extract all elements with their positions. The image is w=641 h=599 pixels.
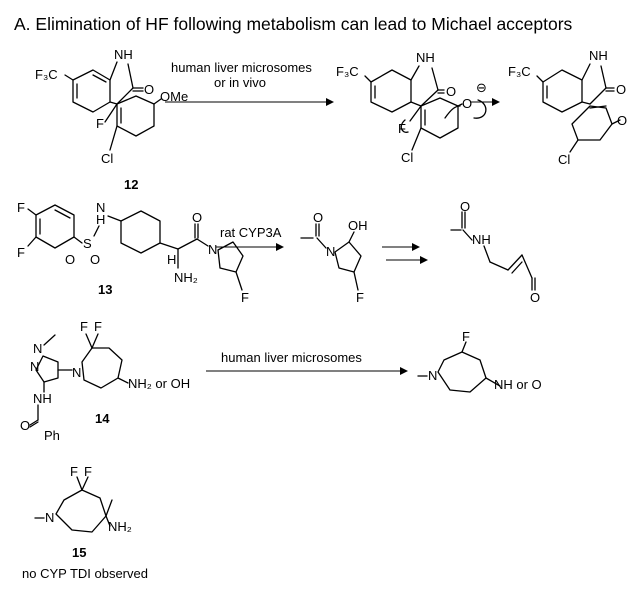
compound-12-structure: F₃C NH O F OMe Cl bbox=[35, 47, 188, 166]
compound-14-structure: N N N F F NH₂ or OH NH O Ph bbox=[20, 319, 190, 443]
svg-text:F: F bbox=[80, 319, 88, 334]
svg-text:F₃C: F₃C bbox=[508, 64, 531, 79]
hydroxylated-metabolite-structure: O N OH F bbox=[300, 210, 368, 305]
svg-text:OH: OH bbox=[348, 218, 368, 233]
enaminone-product-structure: N F NH or O bbox=[417, 329, 542, 393]
svg-text:NH: NH bbox=[589, 48, 608, 63]
svg-text:O: O bbox=[20, 418, 30, 433]
svg-text:N: N bbox=[96, 200, 105, 215]
svg-text:Ph: Ph bbox=[44, 428, 60, 443]
svg-text:NH: NH bbox=[33, 391, 52, 406]
svg-text:F: F bbox=[17, 200, 25, 215]
compound-15-structure: N F F NH₂ bbox=[34, 464, 132, 534]
svg-text:O: O bbox=[460, 199, 470, 214]
compound-12-number: 12 bbox=[124, 177, 138, 192]
svg-text:O: O bbox=[65, 252, 75, 267]
compound-15-note: no CYP TDI observed bbox=[22, 566, 148, 581]
svg-text:N: N bbox=[30, 359, 39, 374]
svg-text:F: F bbox=[96, 116, 104, 131]
svg-text:S: S bbox=[83, 236, 92, 251]
svg-text:O: O bbox=[616, 82, 626, 97]
svg-text:NH₂: NH₂ bbox=[174, 270, 198, 285]
svg-text:Cl: Cl bbox=[558, 152, 570, 167]
svg-text:⊖: ⊖ bbox=[476, 80, 487, 95]
svg-text:F₃C: F₃C bbox=[35, 67, 58, 82]
arrow-5-conditions: human liver microsomes bbox=[221, 350, 362, 365]
svg-text:O: O bbox=[462, 96, 472, 111]
svg-text:NH: NH bbox=[416, 50, 435, 65]
compound-15-number: 15 bbox=[72, 545, 86, 560]
svg-text:NH₂: NH₂ bbox=[108, 519, 132, 534]
svg-text:H: H bbox=[167, 252, 176, 267]
svg-text:NH₂ or OH: NH₂ or OH bbox=[128, 376, 190, 391]
svg-text:O: O bbox=[144, 82, 154, 97]
svg-text:F: F bbox=[17, 245, 25, 260]
arrow-1-conditions-line2: or in vivo bbox=[214, 75, 266, 90]
svg-text:H: H bbox=[96, 212, 105, 227]
unsaturated-aldehyde-structure: O NH O bbox=[450, 199, 540, 305]
intermediate-phenoxide-structure: F₃C NH O F O ⊖ Cl bbox=[336, 50, 487, 165]
svg-text:N: N bbox=[45, 510, 54, 525]
svg-text:NH: NH bbox=[472, 232, 491, 247]
svg-text:O: O bbox=[530, 290, 540, 305]
svg-text:F: F bbox=[84, 464, 92, 479]
svg-text:F₃C: F₃C bbox=[336, 64, 359, 79]
svg-text:F: F bbox=[94, 319, 102, 334]
michael-acceptor-product-structure: F₃C NH O O Cl bbox=[508, 48, 627, 167]
svg-text:O: O bbox=[313, 210, 323, 225]
svg-text:O: O bbox=[90, 252, 100, 267]
svg-text:O: O bbox=[192, 210, 202, 225]
arrow-1-conditions-line1: human liver microsomes bbox=[171, 60, 312, 75]
compound-14-number: 14 bbox=[95, 411, 110, 426]
arrow-3-conditions: rat CYP3A bbox=[220, 225, 282, 240]
svg-text:OMe: OMe bbox=[160, 89, 188, 104]
svg-text:N: N bbox=[33, 341, 42, 356]
svg-text:F: F bbox=[70, 464, 78, 479]
svg-text:N: N bbox=[208, 242, 217, 257]
svg-text:NH or O: NH or O bbox=[494, 377, 542, 392]
svg-text:Cl: Cl bbox=[401, 150, 413, 165]
svg-text:O: O bbox=[446, 84, 456, 99]
svg-text:N: N bbox=[428, 368, 437, 383]
svg-text:N: N bbox=[72, 365, 81, 380]
compound-13-structure: F F S O O H N H NH₂ O N F bbox=[17, 200, 249, 305]
svg-text:F: F bbox=[241, 290, 249, 305]
svg-text:O: O bbox=[617, 113, 627, 128]
svg-text:F: F bbox=[462, 329, 470, 344]
scheme-title: A. Elimination of HF following metabolis… bbox=[14, 14, 573, 34]
svg-text:N: N bbox=[326, 244, 335, 259]
svg-text:Cl: Cl bbox=[101, 151, 113, 166]
svg-text:F: F bbox=[356, 290, 364, 305]
compound-13-number: 13 bbox=[98, 282, 112, 297]
svg-text:NH: NH bbox=[114, 47, 133, 62]
